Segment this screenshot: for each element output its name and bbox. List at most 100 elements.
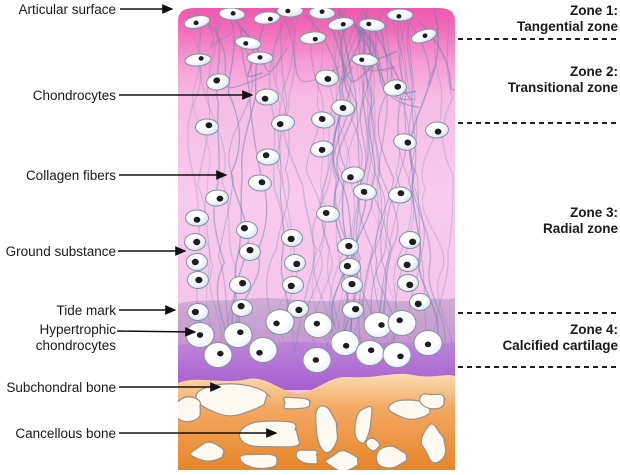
cell-nucleus	[406, 281, 414, 289]
transitional-chondrocyte-cell	[256, 148, 280, 166]
label-line: Collagen fibers	[25, 168, 116, 183]
cell-nucleus	[193, 20, 199, 26]
label-line: Chondrocytes	[32, 88, 116, 103]
hypertrophic-chondrocyte-cell	[330, 330, 360, 356]
hypertrophic-chondrocyte-cell	[303, 312, 333, 338]
collagen-fiber	[376, 12, 408, 327]
cell-nucleus	[397, 353, 404, 360]
cell-nucleus	[213, 77, 221, 84]
collagen-fiber	[374, 13, 396, 343]
tangential-chondrocyte-cell	[410, 28, 438, 44]
cell-nucleus	[191, 308, 199, 316]
collagen-fiber	[353, 9, 380, 334]
radial-chondrocyte-cell	[409, 293, 431, 311]
collagen-fiber	[311, 18, 360, 328]
tangential-chondrocyte-cell	[308, 8, 336, 20]
zone-1-label: Zone 1:Tangential zone	[408, 3, 618, 35]
collagen-fiber	[337, 12, 372, 353]
trabecular-space	[238, 420, 301, 448]
cell-nucleus	[239, 279, 247, 287]
trabecular-space	[178, 396, 201, 423]
cell-nucleus	[256, 349, 263, 356]
cell-nucleus	[287, 235, 295, 243]
cell-nucleus	[191, 258, 199, 266]
tangential-chondrocyte-cell	[386, 8, 414, 22]
label-line: Hypertrophic	[39, 322, 116, 337]
collagen-fiber	[280, 22, 315, 352]
collagen-fiber	[360, 26, 387, 339]
cell-nucleus	[403, 261, 411, 269]
cell-nucleus	[261, 95, 269, 102]
cell-nucleus	[318, 115, 326, 123]
cell-nucleus	[414, 300, 422, 308]
radial-chondrocyte-cell	[187, 271, 209, 289]
trabecular-space	[375, 445, 410, 469]
radial-chondrocyte-cell	[339, 258, 361, 276]
cell-nucleus	[237, 302, 245, 310]
zone-subtitle: Tangential zone	[516, 19, 618, 34]
collagen-fiber	[391, 19, 413, 340]
hypertrophic-chondrocyte-cell	[223, 322, 253, 348]
zone-separator-1	[458, 38, 618, 40]
zone-2-label: Zone 2:Transitional zone	[408, 64, 618, 96]
hypertrophic-chondrocyte-cell	[248, 337, 278, 363]
cell-nucleus	[434, 128, 442, 135]
tangential-chondrocyte-cell	[246, 51, 274, 65]
trabecular-space	[283, 396, 312, 410]
label-line: Tide mark	[56, 303, 116, 318]
transitional-chondrocyte-cell	[316, 205, 340, 223]
cell-nucleus	[195, 276, 203, 284]
collagen-fiber	[421, 27, 454, 351]
trabecular-space	[315, 405, 339, 454]
trabecular-space	[325, 450, 361, 470]
cell-nucleus	[352, 305, 360, 313]
trabecular-space	[239, 453, 279, 469]
cell-nucleus	[318, 146, 326, 153]
cell-nucleus	[424, 341, 432, 348]
radial-chondrocyte-cell	[186, 253, 208, 271]
cell-nucleus	[243, 41, 249, 46]
tangential-chondrocyte-cell	[253, 11, 281, 25]
transitional-chondrocyte-cell	[341, 166, 365, 184]
radial-chondrocyte-cell	[397, 254, 419, 272]
cell-nucleus	[340, 21, 346, 27]
zone-separator-4	[458, 366, 618, 368]
cell-nucleus	[359, 57, 365, 62]
zone-subtitle: Radial zone	[542, 221, 618, 236]
radial-chondrocyte-cell	[284, 254, 306, 272]
transitional-chondrocyte-cell	[271, 114, 295, 132]
radial-chondrocyte-cell	[342, 301, 364, 319]
cell-nucleus	[293, 260, 301, 268]
zone-4-label: Zone 4:Calcified cartilage	[408, 322, 618, 354]
transitional-chondrocyte-cell	[206, 73, 230, 91]
label-line: Ground substance	[5, 244, 116, 259]
chondrocytes-layer	[183, 8, 449, 373]
articular-surface-label: Articular surface	[2, 2, 116, 18]
cell-nucleus	[409, 238, 417, 246]
cell-nucleus	[396, 317, 403, 324]
cell-nucleus	[285, 8, 291, 14]
collagen-fiber	[266, 12, 295, 328]
tangential-chondrocyte-cell	[276, 8, 304, 18]
transitional-chondrocyte-cell	[205, 189, 229, 207]
radial-chondrocyte-cell	[229, 276, 251, 294]
ground-substance-label: Ground substance	[2, 244, 116, 260]
collagen-fiber	[378, 22, 407, 325]
hypertrophic-chondrocyte-cell	[363, 312, 393, 338]
collagen-fiber	[360, 27, 420, 108]
tangential-chondrocyte-cell	[358, 18, 386, 32]
zone-separator-3	[458, 312, 618, 314]
transitional-chondrocyte-cell	[393, 133, 417, 151]
tangential-chondrocyte-cell	[351, 53, 379, 67]
cell-nucleus	[339, 104, 347, 112]
cancellous-bone-label: Cancellous bone	[2, 426, 116, 442]
cell-nucleus	[396, 14, 402, 19]
cell-nucleus	[276, 121, 284, 128]
trabecular-space	[295, 449, 319, 465]
hypertrophic-chondrocyte-cell	[382, 342, 412, 368]
tangential-chondrocyte-cell	[183, 15, 211, 29]
collagen-fiber	[380, 8, 428, 338]
cell-nucleus	[193, 216, 201, 223]
transitional-chondrocyte-cell	[195, 118, 219, 136]
